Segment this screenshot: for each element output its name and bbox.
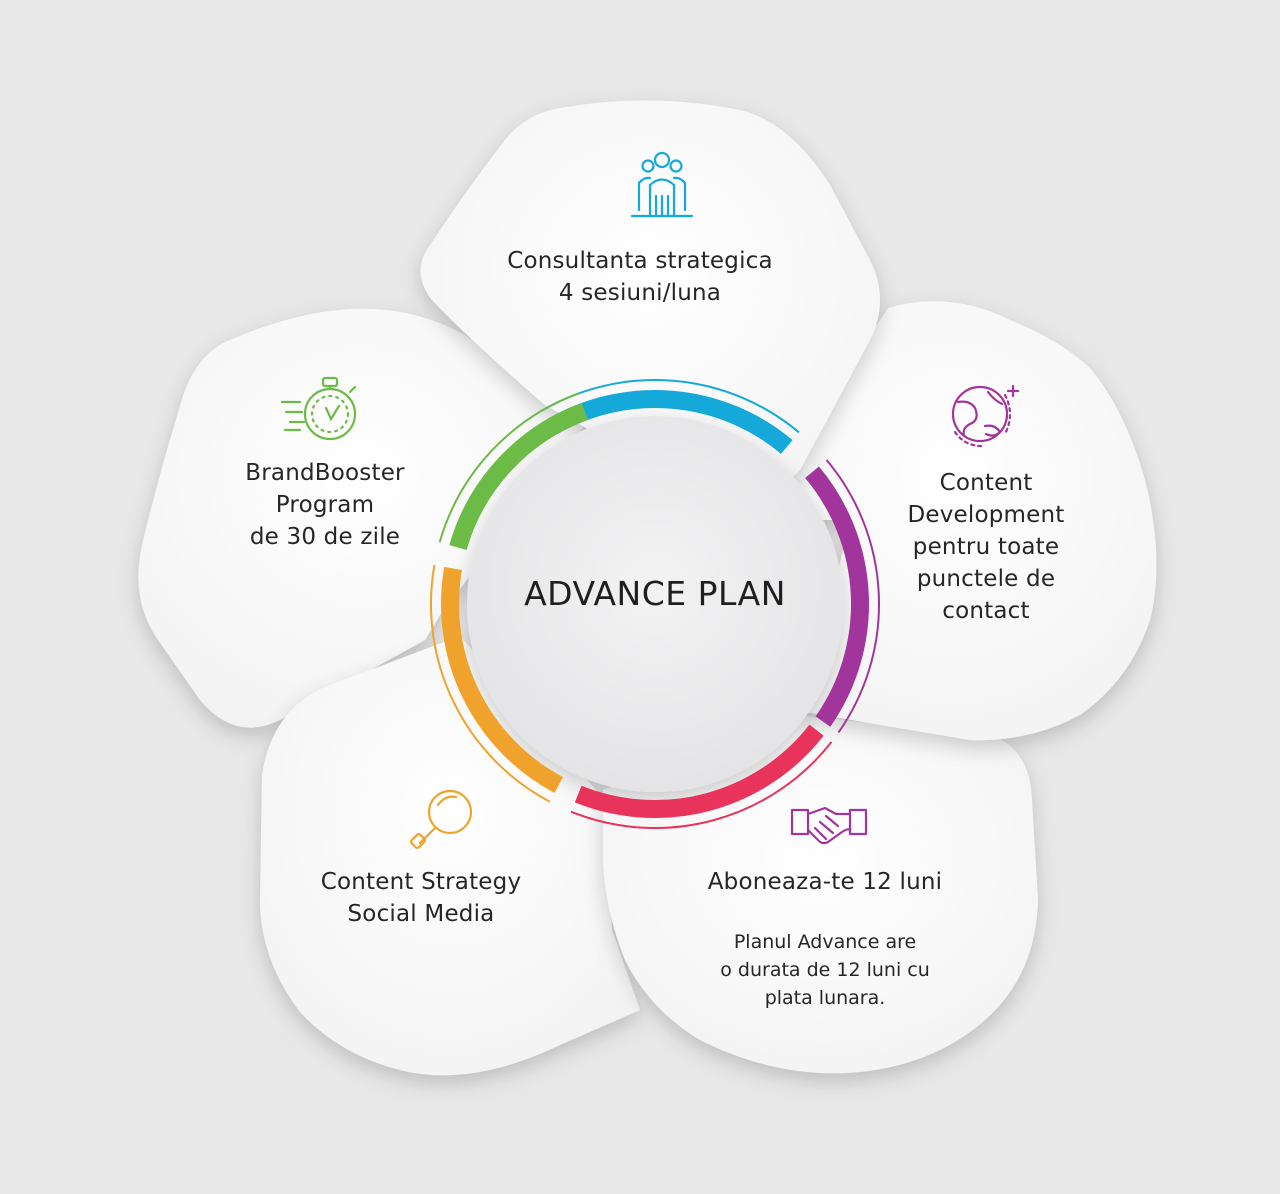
ring-outline-aboneaza <box>570 741 833 829</box>
segment-ring <box>430 379 880 829</box>
ring-outline-content-development <box>825 459 880 734</box>
ring-outline-brandbooster <box>438 392 579 543</box>
ring-arc-content-strategy <box>441 566 563 793</box>
petal-brandbooster <box>138 308 585 728</box>
globe-icon <box>951 384 1020 448</box>
note-aboneaza: Planul Advance are o durata de 12 luni c… <box>720 931 930 1009</box>
team-people-icon <box>630 151 694 218</box>
stopwatch-icon <box>280 376 357 441</box>
ring-arc-aboneaza <box>574 724 824 818</box>
label-brandbooster: BrandBooster Program de 30 de zile <box>245 460 405 550</box>
label-content-strategy: Content Strategy Social Media <box>320 869 522 927</box>
label-consultanta: Consultanta strategica 4 sesiuni/luna <box>507 248 773 306</box>
center-disc <box>467 416 843 792</box>
ring-arc-brandbooster <box>449 402 589 551</box>
center-title: ADVANCE PLAN <box>524 574 786 613</box>
ring-arc-content-development <box>805 466 869 727</box>
label-content-development: Content Development pentru toate punctel… <box>907 470 1065 624</box>
ring-outline-content-strategy <box>430 564 551 803</box>
label-aboneaza: Aboneaza-te 12 luni <box>707 869 943 895</box>
magnifier-icon <box>409 789 473 850</box>
handshake-icon <box>790 806 868 845</box>
